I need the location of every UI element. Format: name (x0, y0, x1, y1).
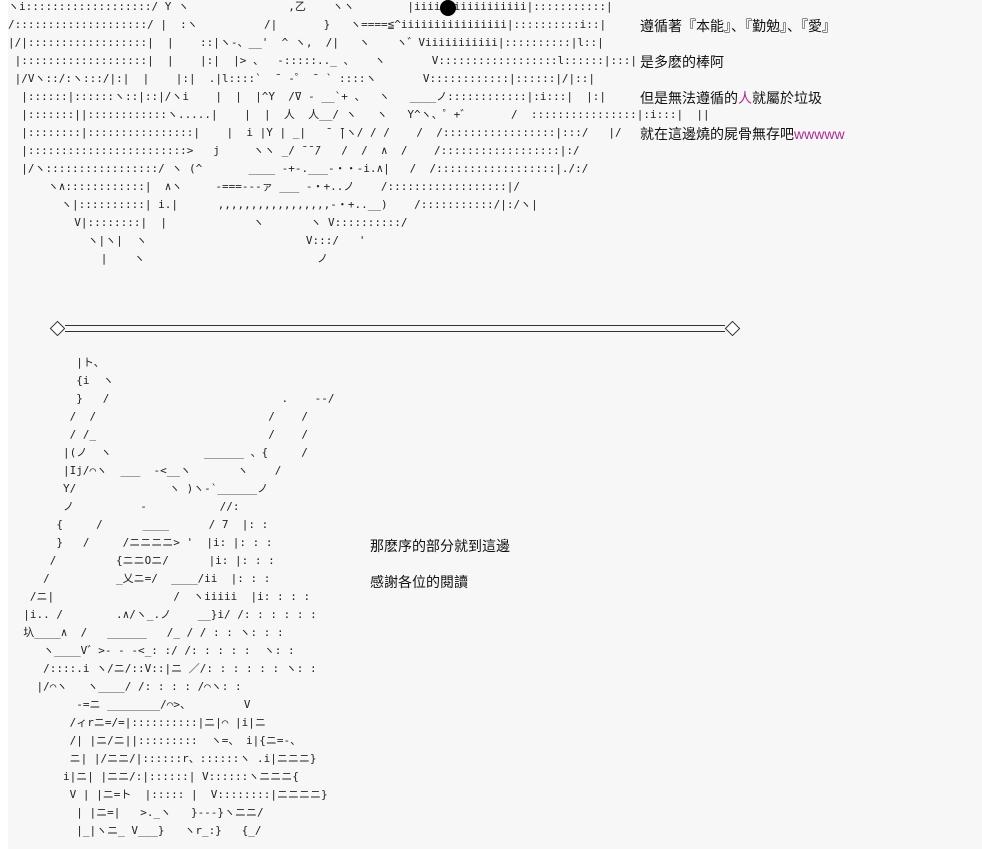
ascii-art-top: ヽi:::::::::::::::::::/ Y ヽ ,乙 ヽヽ |iiiiii… (8, 0, 710, 268)
art-bottom-line: ニ| |/ニニ/|::::::r、::::::ヽ .i|ニニニ} (10, 752, 317, 765)
highlighted-text: 人 (738, 90, 752, 106)
art-bottom-line: |(ノ ヽ ______ 、{ / (10, 446, 308, 459)
dialogue-text: 就在這邊燒的屍骨無存吧 (640, 126, 794, 142)
double-rule (65, 324, 725, 332)
art-top-line: ヽi:::::::::::::::::::/ Y ヽ ,乙 ヽヽ |iiiiii… (8, 0, 613, 13)
art-top-line: |:::::::||::::::::::::ヽ.....| | | 人 人__/… (8, 108, 710, 121)
art-bottom-line: | |ニ=| >._ヽ }---}ヽニニ/ (10, 806, 264, 819)
art-bottom-line: /| |ニ/ニ||::::::::: ヽ=、 i|{ニ=-、 (10, 734, 302, 747)
art-bottom-line: i|ニ| |ニニ/:|::::::| V::::::ヽニニニ{ (10, 770, 299, 783)
dialogue-line: 就在這邊燒的屍骨無存吧wwwww (640, 116, 845, 152)
art-top-line: V|::::::::| | ヽ ヽ V::::::::::/ (8, 216, 408, 229)
art-bottom-line: 圦____∧ / ______ /_ / / : : ヽ: : : (10, 626, 284, 639)
dialogue-line: 遵循著『本能』、『勤勉』、『愛』 (640, 8, 845, 44)
art-top-line: |/|::::::::::::::::::| | ::|ヽ-、__' ^ ヽ, … (8, 36, 604, 49)
art-top-line: |::::::::::::::::::::::::> j ヽヽ _/ ̄ ̄ ̄… (8, 144, 580, 157)
art-bottom-line: /::::.i ヽ/ニ/::V::|ニ ／/: : : : : : ヽ: : (10, 662, 317, 675)
art-bottom-line: / _乂ニ=/ ____/ii |: : : (10, 572, 271, 585)
dialogue-line: 感謝各位的閱讀 (370, 574, 468, 590)
art-bottom-line: Y/ ヽ )ヽ-`______ノ (10, 482, 269, 495)
art-bottom-line: |i.. / .∧/ヽ_.ノ __}i/ /: : : : : : (10, 608, 317, 621)
dialogue-text: 就屬於垃圾 (752, 90, 822, 106)
dialogue-line: 那麽序的部分就到這邊 (370, 538, 510, 554)
art-top-line: ヽ|::::::::::| i.| ,,,,,,,,,,,,,,,,,-・+..… (8, 198, 538, 211)
art-bottom-line: / / / / (10, 410, 309, 423)
art-bottom-line: } / /ニニニニ> ' |i: |: : : (10, 536, 273, 549)
art-top-line: |::::::::|::::::::::::::::| | i |Y | _| … (8, 126, 622, 139)
art-bottom-line: |Ij/⌒ヽ ___ -<__ヽ ヽ / (10, 464, 282, 477)
art-top-line: /::::::::::::::::::::/ | :ヽ /| } ヽ====≦^… (8, 18, 607, 31)
dialogue-bottom: 那麽序的部分就到這邊感謝各位的閱讀 (370, 528, 510, 600)
dialogue-text: 遵循著『本能』、『勤勉』、『愛』 (640, 18, 836, 34)
art-bottom-line: V | |ニ=ト |::::: | V::::::::|ニニニニ} (10, 788, 328, 801)
dialogue-line: 是多麽的棒阿 (640, 44, 845, 80)
art-top-line: |::::::|::::::ヽ::|::|/ヽi | | |^Y /̄V - _… (8, 90, 607, 103)
art-top-line: ヽ|ヽ| ヽ V:::/ ' (8, 234, 366, 247)
art-bottom-line: { / ____ / 7 |: : (10, 518, 269, 531)
art-bottom-line: /ニ| / ヽiiiii |i: : : : (10, 590, 311, 603)
art-top-line: | ヽ ノ (8, 252, 329, 265)
art-bottom-line: |/⌒ヽ ヽ____/ /: : : : /⌒ヽ: : (10, 680, 242, 693)
dialogue-text: 是多麽的棒阿 (640, 54, 724, 70)
dialogue-line: 但是無法遵循的人就屬於垃圾 (640, 80, 845, 116)
diamond-left-icon (49, 320, 66, 336)
art-bottom-line: ノ - //: (10, 500, 240, 513)
dialogue-text: 但是無法遵循的 (640, 90, 738, 106)
art-bottom-line: |_|ヽニ_ V___} ヽr_:} {_/ (10, 824, 262, 837)
highlighted-text: wwwww (794, 126, 845, 142)
art-bottom-line: ヽ____V゛>- - -<_: :/ /: : : : : ヽ: : (10, 644, 295, 657)
art-bottom-line: -=ニ ________/⌒>、 V (10, 698, 251, 711)
art-bottom-line: /ィrニ=/=|::::::::::|ニ|⌒ |i|ニ (10, 716, 266, 729)
art-bottom-line: {i ヽ (10, 374, 114, 387)
art-top-line: ヽ∧::::::::::::| ∧ヽ -===---ァ ___ -・+..ノ /… (8, 180, 520, 193)
diamond-right-icon (724, 320, 741, 336)
art-top-line: |:::::::::::::::::::| | |:| |> 、 -:::::.… (8, 54, 638, 67)
art-top-line: |/ヽ:::::::::::::::::/ ヽ (^ ____ -+-.___-… (8, 162, 589, 175)
art-bottom-line: / /_ / / (10, 428, 309, 441)
art-top-line: |/Vヽ::/:ヽ:::/|:| | |:| .|l::::` ̄ -゜ ̄ `… (8, 72, 596, 85)
art-bottom-line: / {ニニOニ/ |i: |: : : (10, 554, 275, 567)
ascii-art-bottom: |ト、 {i ヽ } / . --/ / / / / / /_ / / |(ノ … (10, 354, 335, 840)
art-bottom-line: |ト、 (10, 356, 105, 369)
dark-eye-dot (440, 0, 456, 16)
content-panel (8, 0, 982, 849)
separator-line (49, 318, 741, 338)
dialogue-top: 遵循著『本能』、『勤勉』、『愛』是多麽的棒阿但是無法遵循的人就屬於垃圾就在這邊燒… (640, 8, 845, 152)
art-bottom-line: } / . --/ (10, 392, 335, 405)
